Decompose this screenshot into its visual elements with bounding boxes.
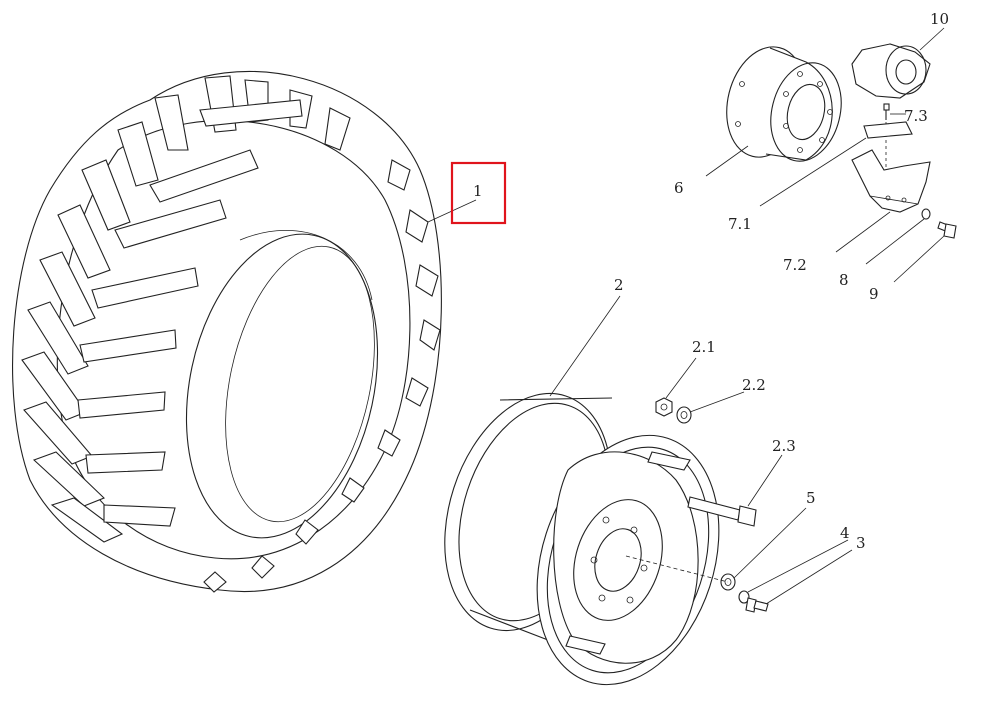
bolt-2-3-drawing[interactable] (687, 496, 757, 527)
callout-label-7-3[interactable]: 7.3 (904, 107, 928, 125)
callout-label-3[interactable]: 3 (856, 534, 866, 552)
callout-label-2-1[interactable]: 2.1 (692, 338, 716, 356)
screw-7-3-drawing[interactable] (883, 103, 890, 120)
callout-label-9[interactable]: 9 (869, 285, 879, 303)
callout-label-7-1[interactable]: 7.1 (728, 215, 752, 233)
washer-4-drawing[interactable] (738, 590, 750, 604)
washer-8-drawing[interactable] (921, 208, 931, 220)
callout-label-5[interactable]: 5 (806, 489, 816, 507)
callout-label-10[interactable]: 10 (930, 10, 949, 28)
callout-label-2[interactable]: 2 (614, 276, 624, 294)
callout-label-2-2[interactable]: 2.2 (742, 376, 766, 394)
washer-2-2-drawing[interactable] (676, 406, 692, 424)
callout-label-7-2[interactable]: 7.2 (783, 256, 807, 274)
tire-drawing[interactable] (12, 70, 442, 593)
part-10-drawing[interactable] (851, 43, 931, 99)
callout-label-1[interactable]: 1 (473, 182, 483, 200)
part-7-1-drawing[interactable] (863, 121, 913, 139)
tire-callout-highlight (450, 161, 507, 225)
bolt-3-drawing[interactable] (745, 597, 769, 613)
rim-drawing[interactable] (416, 372, 749, 708)
callout-label-2-3[interactable]: 2.3 (772, 437, 796, 455)
callout-label-4[interactable]: 4 (840, 524, 850, 542)
bolt-9-drawing[interactable] (937, 221, 957, 239)
part-7-2-drawing[interactable] (851, 149, 931, 213)
callout-label-8[interactable]: 8 (839, 271, 849, 289)
hub-6-drawing[interactable] (716, 38, 852, 168)
nut-drawing[interactable] (655, 397, 673, 417)
callout-label-6[interactable]: 6 (674, 179, 684, 197)
